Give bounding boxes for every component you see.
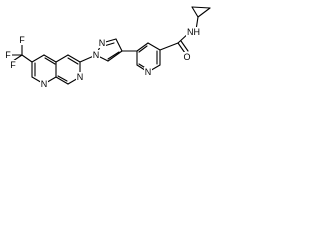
atom-label-f-left: F [4,50,12,60]
svg-text:N: N [77,72,84,82]
svg-text:O: O [183,52,190,62]
atom-label-amide-o: O [183,52,191,62]
atom-label-n-pyridine: N [144,67,152,77]
atom-label-amide-nh: NH [186,27,201,37]
svg-text:F: F [10,60,16,70]
bonds-amide [159,31,191,54]
atom-label-n-pyrazole-2: N [98,38,106,48]
svg-text:N: N [93,50,100,60]
atom-label-n-naph-lower: N [40,79,48,89]
svg-text:F: F [19,35,25,45]
molecule-structure-diagram: F F F N N N N N NH O [4,6,211,89]
bonds-naphthyridine [31,54,81,85]
atom-label-f-top: F [18,35,26,45]
svg-text:NH: NH [187,27,200,37]
svg-text:N: N [145,67,152,77]
atom-label-f-bottom: F [9,60,17,70]
svg-text:N: N [41,79,48,89]
atom-label-n-naph-right: N [76,72,84,82]
atom-label-n-pyrazole-1: N [92,50,100,60]
svg-text:F: F [5,50,11,60]
svg-text:N: N [99,38,106,48]
